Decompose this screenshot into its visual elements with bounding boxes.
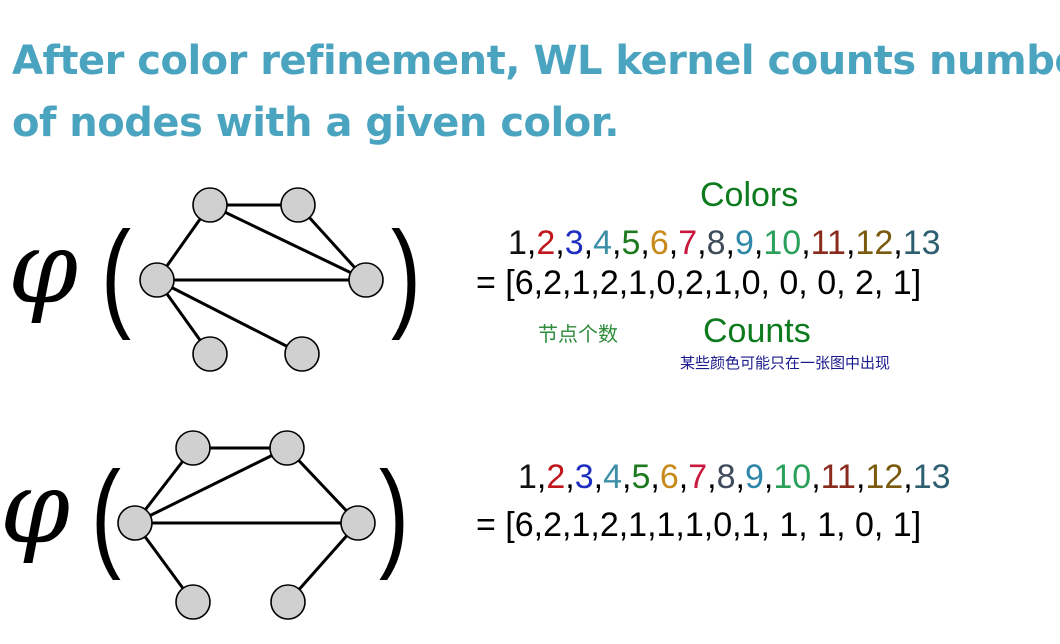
node [269,430,305,466]
color-index: 5 [631,458,651,496]
comma-separator: , [893,224,903,262]
comma-separator: , [763,458,774,496]
comma-separator: , [668,224,679,262]
node [192,336,228,372]
graph-2 [117,430,376,620]
colors-label: Colors [700,176,799,214]
color-index: 3 [564,224,584,262]
node [284,336,320,372]
graph-1 [139,187,384,372]
color-index: 12 [855,224,894,262]
graph2-counts: = [6,2,1,2,1,1,1,0,1, 1, 1, 0, 1] [476,506,922,544]
phi-symbol-2: φ [0,449,71,566]
node [192,187,228,223]
annotation-some-colors: 某些颜色可能只在一张图中出现 [680,354,891,372]
color-index: 6 [649,224,669,262]
counts-label: Counts [703,312,811,350]
comma-separator: , [622,458,632,496]
title-line-2: of nodes with a given color. [12,100,619,146]
comma-separator: , [697,224,707,262]
color-index: 1 [518,458,537,496]
comma-separator: , [903,458,913,496]
comma-separator: , [725,224,735,262]
comma-separator: , [526,224,537,262]
comma-separator: , [555,224,565,262]
node [340,505,376,541]
color-index: 9 [735,224,754,262]
color-index: 5 [621,224,641,262]
color-index: 12 [865,458,904,496]
color-index: 13 [902,224,941,262]
node [270,584,306,620]
color-index: 8 [706,224,726,262]
color-index: 4 [603,458,623,496]
comma-separator: , [855,458,866,496]
color-index: 10 [773,458,812,496]
graph1-counts: = [6,2,1,2,1,0,2,1,0, 0, 0, 2, 1] [476,264,922,302]
annotation-node-count: 节点个数 [538,322,618,346]
open-paren-1: ( [100,207,131,341]
edge [209,203,367,282]
color-index: 6 [659,458,679,496]
close-paren-1: ) [390,207,421,341]
open-paren-2: ( [90,447,121,581]
color-index: 7 [688,458,708,496]
edge [134,446,288,525]
color-index: 11 [820,458,856,496]
close-paren-2: ) [378,447,409,581]
color-index: 13 [912,458,951,496]
color-index: 8 [716,458,736,496]
comma-separator: , [612,224,622,262]
node [117,505,153,541]
comma-separator: , [650,458,660,496]
comma-separator: , [565,458,575,496]
title-line-1: After color refinement, WL kernel counts… [12,38,1060,84]
comma-separator: , [678,458,689,496]
color-index: 9 [745,458,764,496]
comma-separator: , [811,458,821,496]
node [175,584,211,620]
edge [156,278,303,356]
phi-symbol-1: φ [8,209,79,326]
color-index: 10 [763,224,802,262]
node [348,262,384,298]
comma-separator: , [801,224,811,262]
color-index: 7 [678,224,698,262]
color-index: 1 [508,224,527,262]
comma-separator: , [735,458,745,496]
color-index: 4 [593,224,613,262]
color-index: 11 [810,224,846,262]
comma-separator: , [753,224,764,262]
comma-separator: , [707,458,717,496]
comma-separator: , [640,224,650,262]
color-index: 2 [536,224,556,262]
node [175,430,211,466]
comma-separator: , [536,458,547,496]
comma-separator: , [593,458,604,496]
comma-separator: , [583,224,594,262]
node [139,262,175,298]
node [280,187,316,223]
color-index: 3 [574,458,594,496]
color-index: 2 [546,458,566,496]
color-indices-row-1: 1,2,3,4,5,6,7,8,9,10,11,12,13 [508,224,941,263]
comma-separator: , [845,224,856,262]
slide-title: After color refinement, WL kernel counts… [12,30,1060,154]
color-indices-row-2: 1,2,3,4,5,6,7,8,9,10,11,12,13 [518,458,951,497]
